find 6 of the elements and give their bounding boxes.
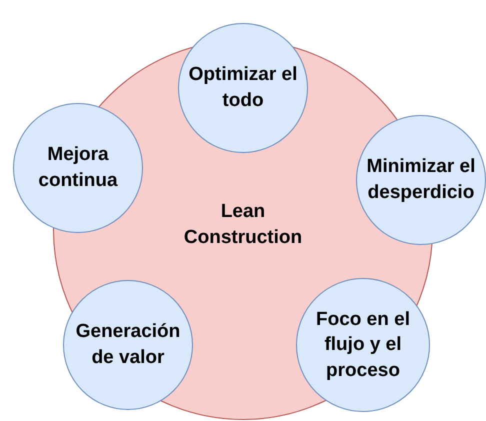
circle-label: Minimizar el desperdicio (366, 155, 476, 205)
circle-label: Generación de valor (74, 320, 182, 370)
circle-label: Optimizar el todo (188, 63, 298, 113)
circle-label: Mejora continua (37, 143, 119, 193)
circle-label: Foco en el flujo y el proceso (315, 308, 411, 383)
circle-label: Lean Construction (182, 200, 304, 250)
